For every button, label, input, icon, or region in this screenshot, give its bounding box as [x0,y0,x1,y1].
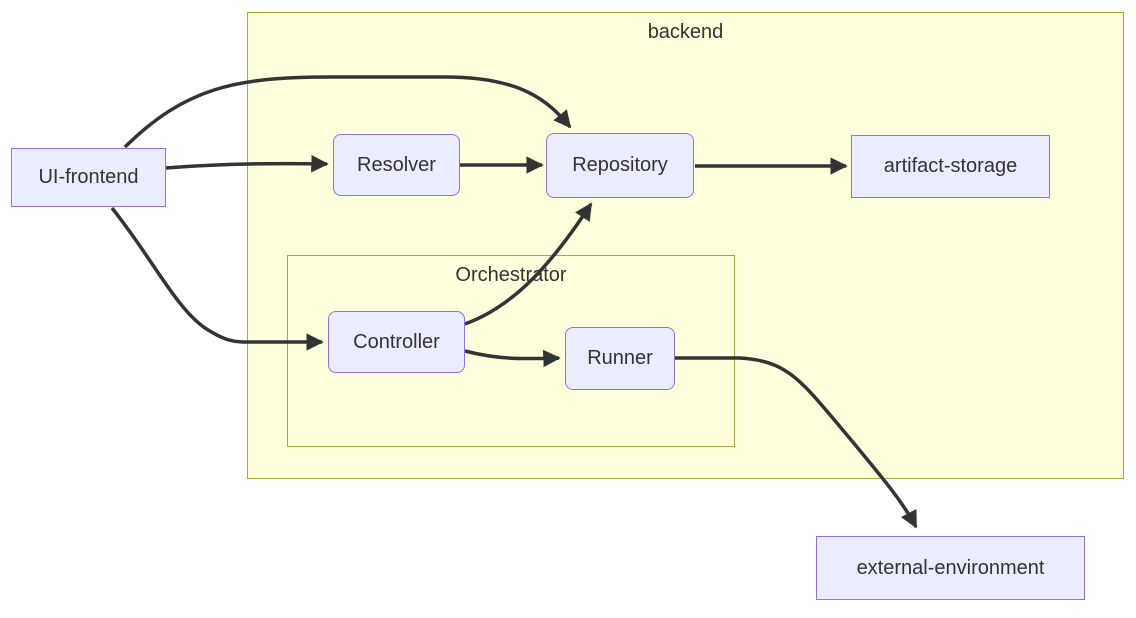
node-label: Resolver [357,153,436,176]
node-external-environment: external-environment [816,536,1085,600]
node-runner: Runner [565,327,675,390]
node-ui-frontend: UI-frontend [11,148,166,207]
node-label: external-environment [856,556,1045,579]
cluster-backend-label: backend [647,21,724,43]
node-label: Repository [572,154,668,176]
node-label: artifact-storage [883,155,1018,177]
node-label: Runner [587,347,653,369]
node-repository: Repository [546,133,694,198]
node-label: UI-frontend [38,166,139,188]
cluster-orchestrator-label: Orchestrator [455,264,567,286]
node-label: Controller [353,330,440,353]
node-resolver: Resolver [333,134,460,196]
node-controller: Controller [328,311,465,373]
node-artifact-storage: artifact-storage [851,135,1050,198]
